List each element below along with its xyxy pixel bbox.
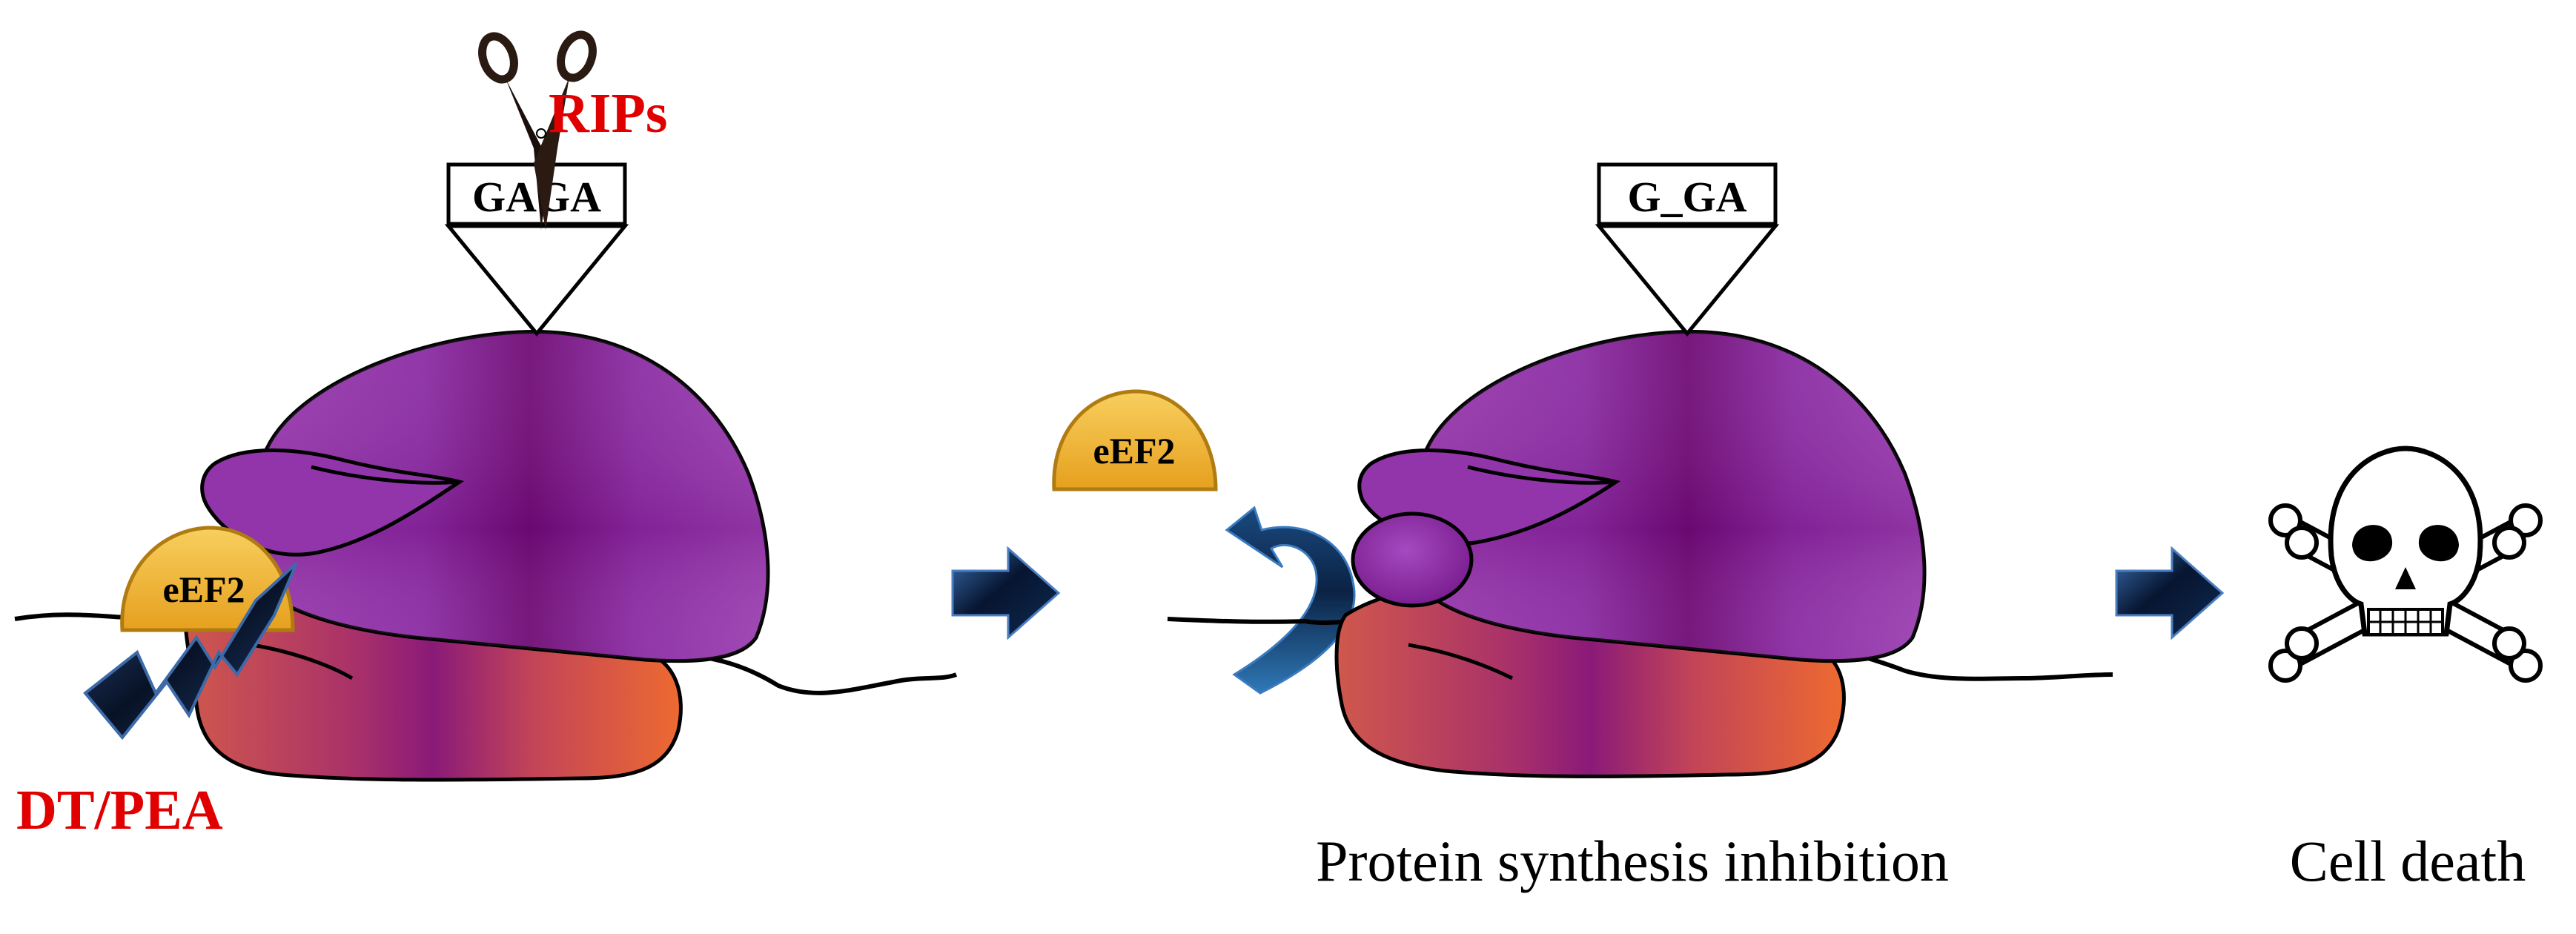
rips-label: RIPs <box>549 82 667 145</box>
arrow-right-icon <box>2115 546 2225 640</box>
eef2-released-shape <box>1052 389 1218 491</box>
rrna-site-cleaved: G_GA <box>1595 162 1780 337</box>
site-pointer-left <box>444 224 629 337</box>
arrow-right-icon <box>951 546 1061 640</box>
ribosome-left: eEF2 GAGA RIPs DT/PEA <box>14 30 958 841</box>
site-label-cleaved: G_GA <box>1627 173 1746 221</box>
toxin-label: DT/PEA <box>16 779 223 841</box>
large-subunit-lobe-left <box>200 448 465 557</box>
site-box-left <box>446 162 627 226</box>
caption-inhibition: Protein synthesis inhibition <box>1316 829 1949 893</box>
large-subunit-groove-right <box>1467 465 1617 485</box>
large-subunit-groove-left <box>311 465 460 485</box>
site-pointer-right <box>1595 224 1780 337</box>
scissors-icon <box>478 30 597 230</box>
ribosome-right: G_GA Protein synthesis inhibition <box>1167 162 2113 893</box>
rrna-site-intact: GAGA <box>444 162 629 337</box>
eef2-released: eEF2 <box>1052 389 1218 491</box>
lightning-icon <box>83 562 298 741</box>
small-subunit-fold-left <box>251 643 354 680</box>
empty-binding-site <box>1351 511 1474 608</box>
skull-crossbones-icon <box>2268 446 2543 683</box>
site-box-right <box>1597 162 1778 226</box>
caption-death: Cell death <box>2290 829 2526 893</box>
eef2-bound-label: eEF2 <box>162 569 245 610</box>
small-subunit-fold-right <box>1408 643 1514 680</box>
eef2-released-label: eEF2 <box>1093 430 1175 471</box>
